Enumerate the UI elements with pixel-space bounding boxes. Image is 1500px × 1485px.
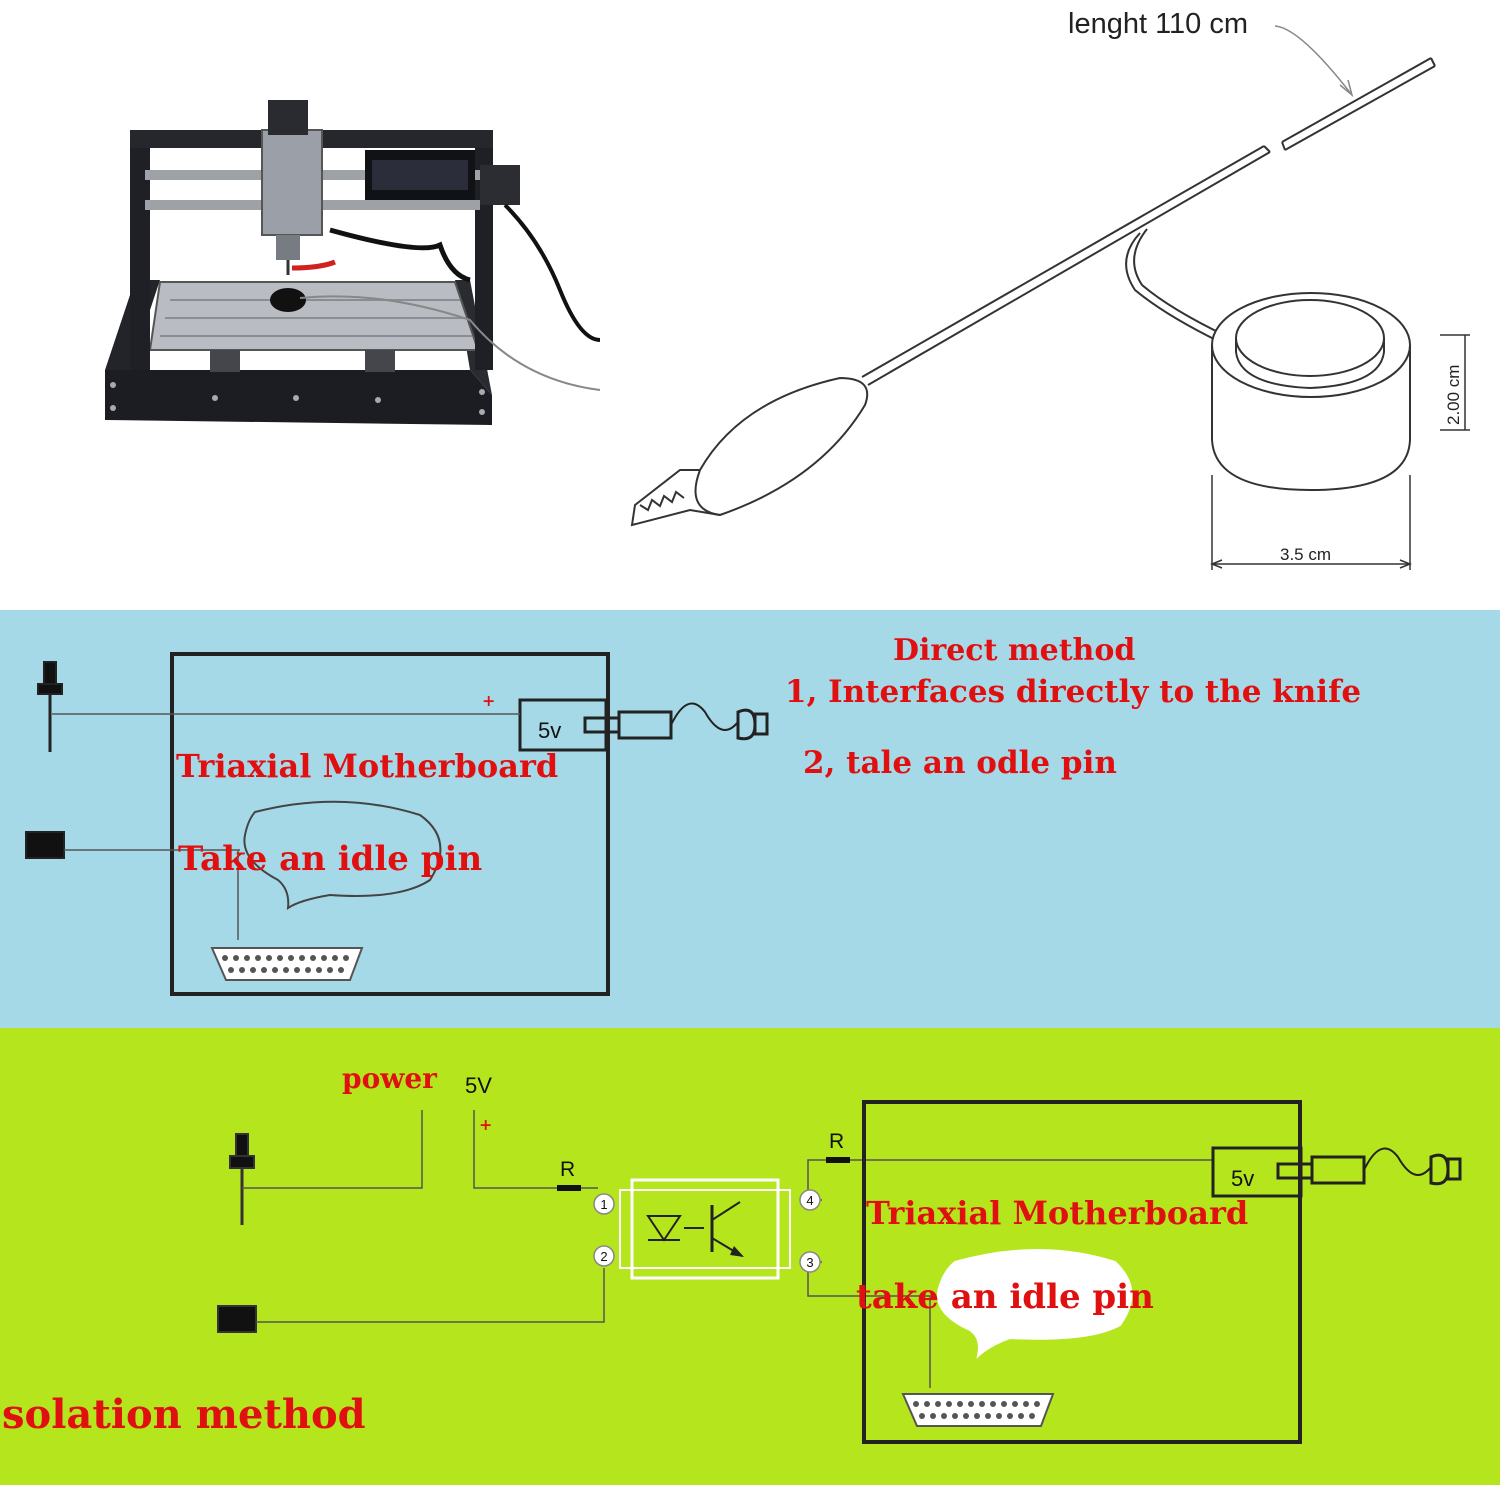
probe-line-drawing <box>630 25 1470 570</box>
cnc-machine-photo <box>105 100 601 425</box>
optocoupler-pin-2: 2 <box>593 1245 615 1267</box>
direct-jack-label: 5v <box>538 718 561 743</box>
isolation-board-label: Triaxial Motherboard <box>866 1194 1248 1232</box>
direct-wiring <box>25 652 769 996</box>
direct-board-label: Triaxial Motherboard <box>176 747 558 785</box>
optocoupler-pin-4: 4 <box>799 1189 821 1211</box>
direct-plus-mark: + <box>482 691 495 710</box>
direct-step-1: 1, Interfaces directly to the knife <box>785 674 1361 710</box>
length-label: lenght 110 cm <box>1068 8 1248 40</box>
height-label: 2.00 cm <box>1444 365 1463 425</box>
isolation-jack-label: 5v <box>1231 1166 1254 1191</box>
optocoupler-pin-1: 1 <box>593 1193 615 1215</box>
isolation-plus-mark: + <box>479 1115 492 1134</box>
direct-db25-pins <box>222 955 349 973</box>
resistor-right-label: R <box>829 1130 844 1153</box>
svg-text:2: 2 <box>600 1249 607 1264</box>
isolation-idle-pin-label: take an idle pin <box>856 1277 1154 1317</box>
svg-text:1: 1 <box>600 1197 607 1212</box>
svg-text:4: 4 <box>806 1193 813 1208</box>
isolation-method-panel <box>0 1028 1500 1485</box>
voltage-label: 5V <box>465 1073 492 1098</box>
direct-step-2: 2, tale an odle pin <box>803 745 1117 781</box>
width-label: 3.5 cm <box>1280 545 1331 564</box>
resistor-left-label: R <box>560 1158 575 1181</box>
direct-method-title: Direct method <box>893 633 1135 668</box>
svg-text:3: 3 <box>806 1255 813 1270</box>
optocoupler-pin-3: 3 <box>799 1251 821 1273</box>
direct-idle-pin-label: Take an idle pin <box>178 839 482 879</box>
power-label: power <box>342 1062 438 1095</box>
isolation-method-title: solation method <box>2 1391 366 1438</box>
isolation-db25-pins <box>913 1401 1040 1419</box>
